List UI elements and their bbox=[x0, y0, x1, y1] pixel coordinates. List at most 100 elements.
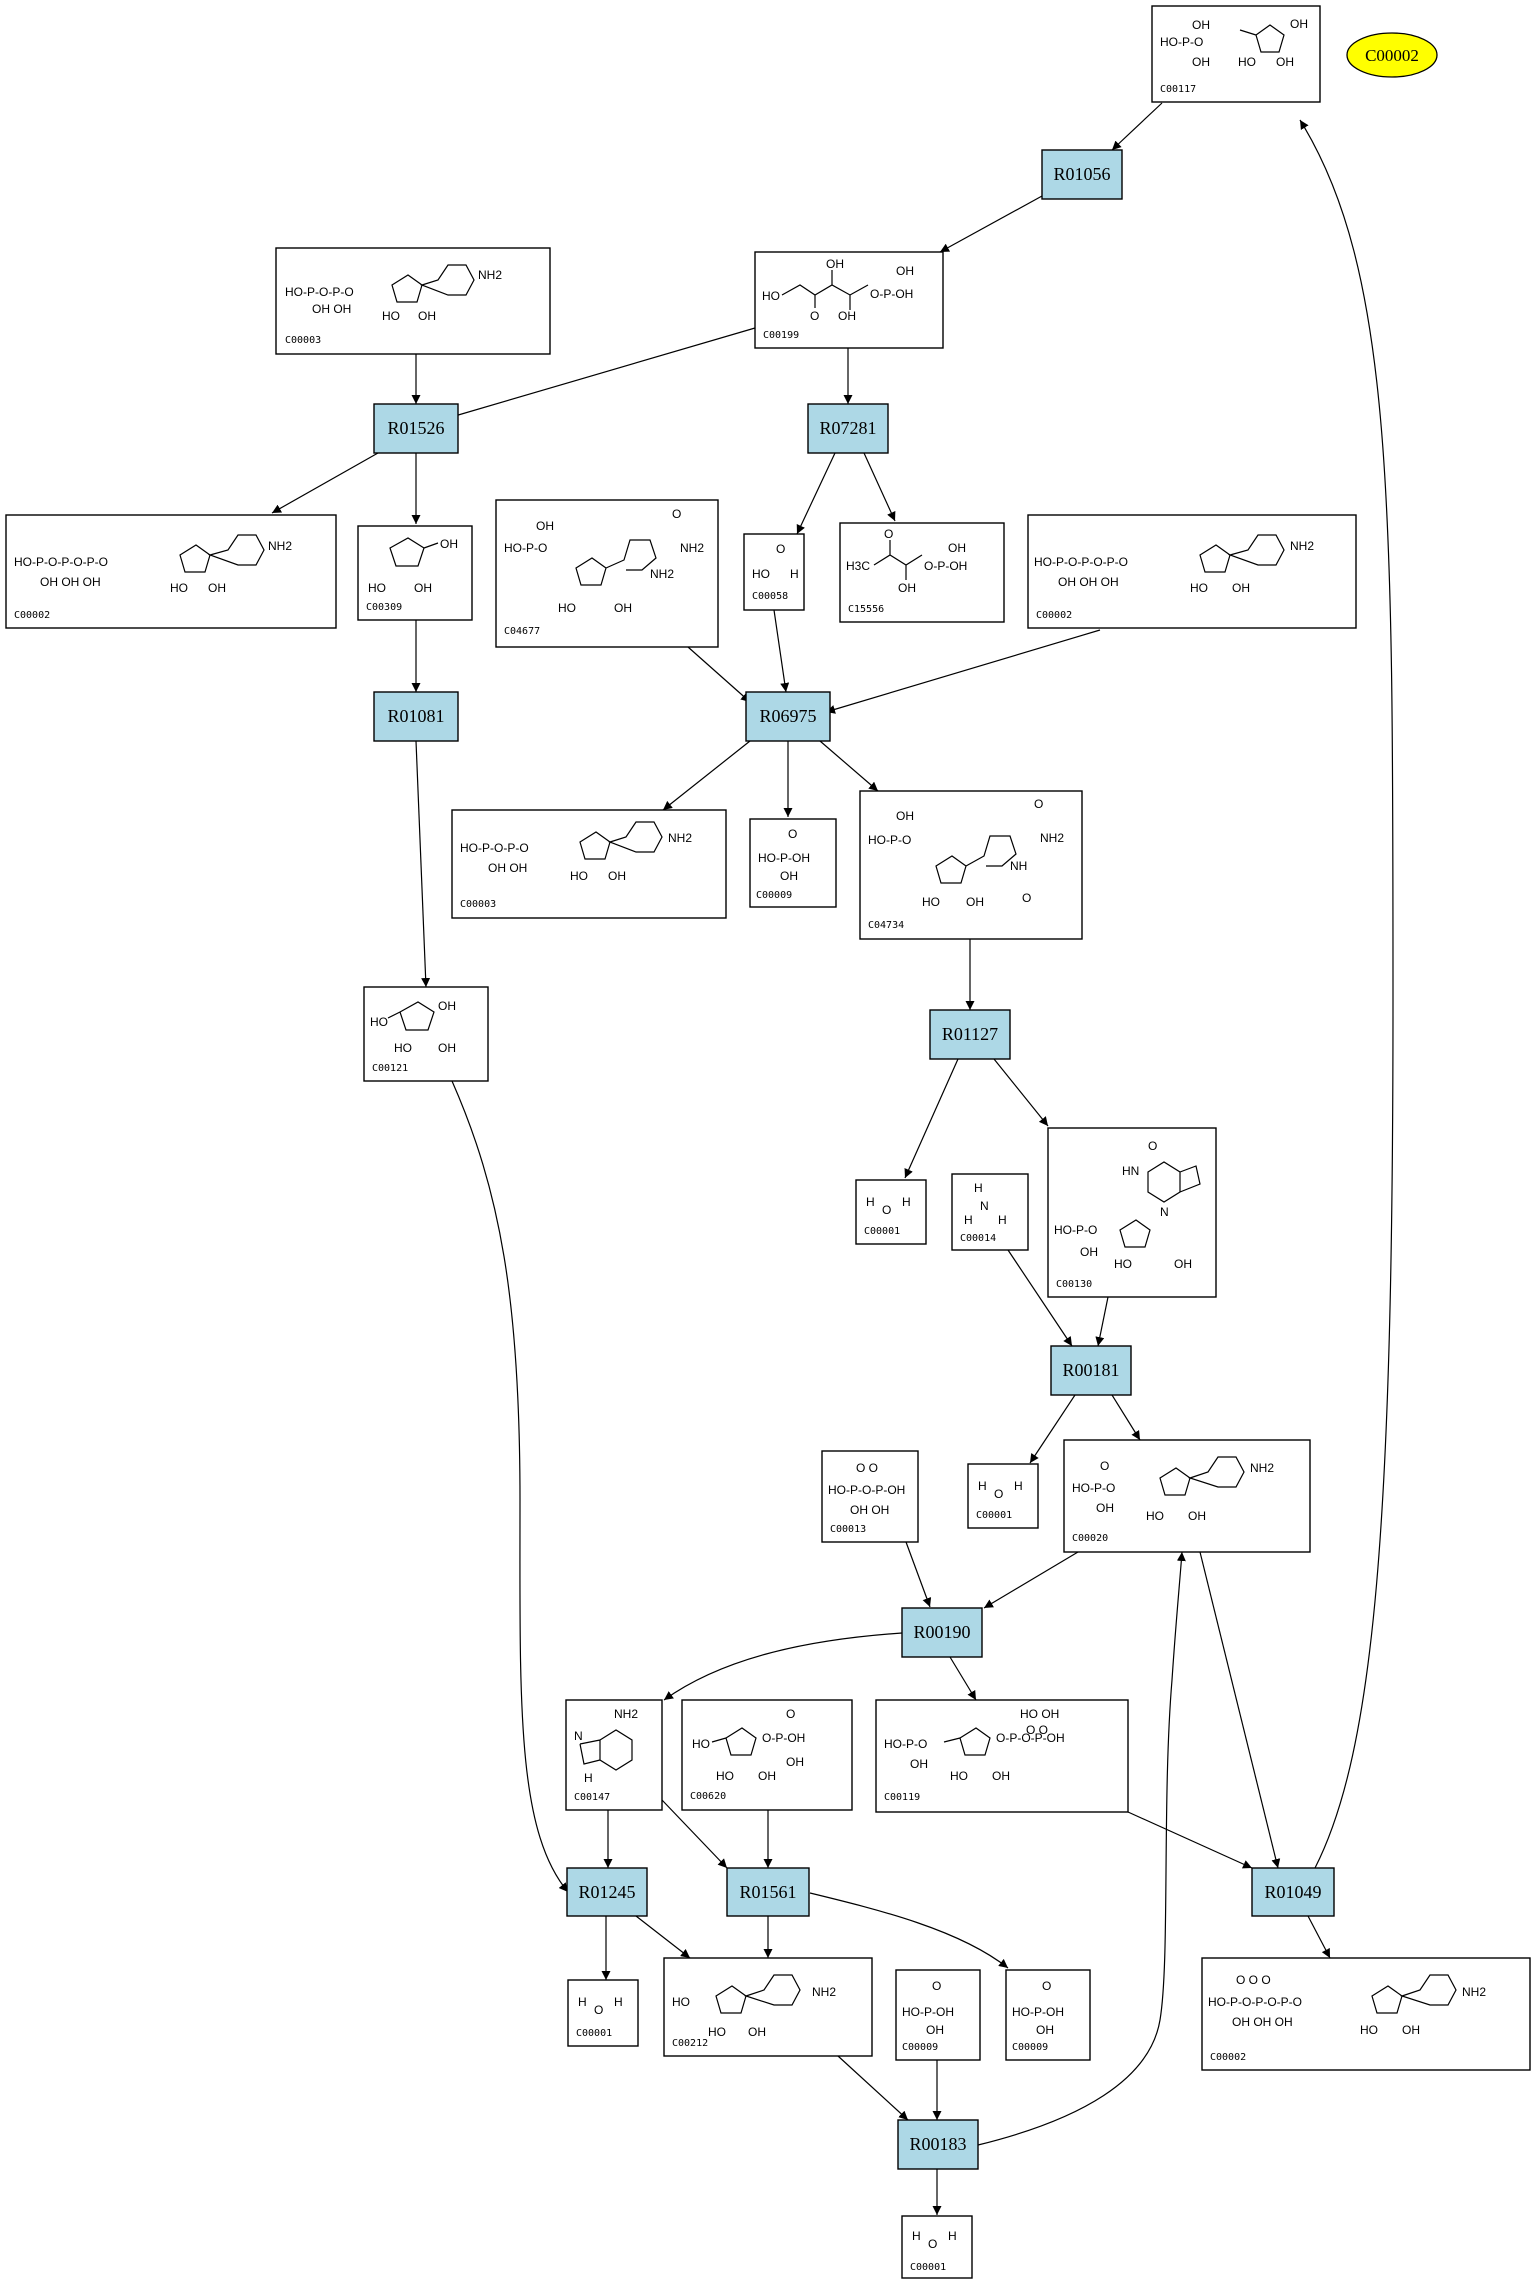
molecule-atom-label: O bbox=[928, 2237, 937, 2251]
molecule-structure: H O H bbox=[978, 1479, 1023, 1501]
molecule-structure: H O H bbox=[866, 1195, 911, 1217]
edge-c00117-r01056 bbox=[1111, 102, 1163, 151]
compound-c00002-right[interactable]: HO-P-O-P-O-P-O OH OH OH NH2 HO OH C00002 bbox=[1027, 514, 1357, 629]
compound-c00014[interactable]: H N H H C00014 bbox=[951, 1173, 1029, 1251]
molecule-structure: NH2 N H bbox=[574, 1707, 638, 1785]
molecule-atom-label: O bbox=[932, 1979, 941, 1993]
compound-c00001-a[interactable]: H O H C00001 bbox=[855, 1179, 927, 1245]
reaction-label: R01049 bbox=[1264, 1882, 1321, 1902]
molecule-structure: OH HO OH bbox=[368, 537, 458, 595]
node-shape bbox=[1201, 1957, 1531, 2071]
compound-c00117[interactable]: HO-P-O OH OH HO OH OH C00117 bbox=[1151, 5, 1321, 103]
compound-c00620[interactable]: O HO O-P-OH OH HO OH C00620 bbox=[681, 1699, 853, 1811]
compound-c00001-c[interactable]: H O H C00001 bbox=[567, 1979, 639, 2047]
compound-c00003-top[interactable]: HO-P-O-P-O OH OH NH2 HO OH C00003 bbox=[275, 247, 551, 355]
compound-c04677[interactable]: OH HO-P-O O NH2 NH2 HO OH C04677 bbox=[495, 499, 719, 648]
reaction-r00181[interactable]: R00181 bbox=[1050, 1345, 1132, 1396]
edge-r01127-c00001a bbox=[904, 1058, 959, 1179]
node-shape bbox=[373, 691, 459, 742]
molecule-atom-label: H bbox=[978, 1479, 987, 1493]
compound-label: C04734 bbox=[868, 920, 904, 931]
molecule-bonds bbox=[1239, 24, 1285, 53]
node-shape bbox=[567, 1979, 639, 2047]
compound-c00009-c[interactable]: O HO-P-OH OH C00009 bbox=[1005, 1969, 1091, 2061]
node-shape bbox=[895, 1969, 981, 2061]
highlighted-compound-ellipse[interactable]: C00002 bbox=[1346, 32, 1438, 78]
molecule-atom-label: O bbox=[776, 542, 785, 556]
molecule-atom-label: O-P-OH bbox=[924, 559, 967, 573]
compound-c00001-d[interactable]: H O H C00001 bbox=[901, 2215, 973, 2279]
node-shape bbox=[5, 514, 337, 629]
molecule-atom-label: NH2 bbox=[680, 541, 704, 555]
compound-c00212[interactable]: HO NH2 HO OH C00212 bbox=[663, 1957, 873, 2057]
compound-c00199[interactable]: HO OH O OH OH O-P-OH C00199 bbox=[754, 251, 944, 349]
compound-c00058[interactable]: O HO H C00058 bbox=[743, 533, 805, 611]
compound-label: C00009 bbox=[1012, 2042, 1048, 2053]
molecule-atom-label: HO-P-O-P-O bbox=[460, 841, 529, 855]
compound-c00013[interactable]: O O HO-P-O-P-OH OH OH C00013 bbox=[821, 1450, 919, 1543]
reaction-r01056[interactable]: R01056 bbox=[1041, 149, 1123, 200]
reaction-r06975[interactable]: R06975 bbox=[745, 691, 831, 742]
node-shape bbox=[1047, 1127, 1217, 1298]
compound-label: C00013 bbox=[830, 1524, 866, 1535]
molecule-structure: O HO-P-OH OH bbox=[758, 827, 810, 883]
compound-c00020[interactable]: O HO-P-O OH NH2 HO OH C00020 bbox=[1063, 1439, 1311, 1553]
reaction-r01526[interactable]: R01526 bbox=[373, 403, 459, 454]
molecule-bonds bbox=[387, 1001, 435, 1031]
compound-label: C00119 bbox=[884, 1792, 920, 1803]
edge-c00147-r01561 bbox=[661, 1799, 728, 1869]
compound-c00009-a[interactable]: O HO-P-OH OH C00009 bbox=[749, 818, 837, 908]
molecule-atom-label: O O bbox=[1026, 1723, 1048, 1737]
molecule-atom-label: H bbox=[790, 567, 799, 581]
compound-c04734[interactable]: OH HO-P-O O NH2 NH HO OH O C04734 bbox=[859, 790, 1083, 940]
edge-r00181-c00020 bbox=[1111, 1394, 1141, 1441]
molecule-atom-label: OH bbox=[896, 809, 914, 823]
molecule-atom-label: OH OH bbox=[488, 861, 527, 875]
reaction-r01049[interactable]: R01049 bbox=[1251, 1867, 1335, 1917]
reaction-r01245[interactable]: R01245 bbox=[566, 1867, 648, 1917]
molecule-bonds bbox=[179, 534, 265, 573]
molecule-atom-label: OH bbox=[1192, 55, 1210, 69]
molecule-structure: O HN N HO-P-O OH HO OH bbox=[1054, 1139, 1201, 1271]
molecule-bonds bbox=[389, 537, 439, 567]
reaction-r00183[interactable]: R00183 bbox=[897, 2119, 979, 2170]
compound-c00009-b[interactable]: O HO-P-OH OH C00009 bbox=[895, 1969, 981, 2061]
compound-c00121[interactable]: HO OH HO OH C00121 bbox=[363, 986, 489, 1082]
compound-label: C00003 bbox=[285, 335, 321, 346]
edge-c00020-r01049 bbox=[1199, 1551, 1281, 1869]
compound-c00147[interactable]: NH2 N H C00147 bbox=[565, 1699, 663, 1811]
molecule-atom-label: H bbox=[1014, 1479, 1023, 1493]
molecule-atom-label: HO bbox=[1114, 1257, 1132, 1271]
node-shape bbox=[901, 1607, 983, 1658]
molecule-structure: O HO-P-OH OH bbox=[1012, 1979, 1064, 2037]
molecule-atom-label: NH2 bbox=[1040, 831, 1064, 845]
compound-c00002-bottom[interactable]: O O O HO-P-O-P-O-P-O OH OH OH NH2 HO OH … bbox=[1201, 1957, 1531, 2071]
molecule-atom-label: HO-P-OH bbox=[902, 2005, 954, 2019]
molecule-atom-label: O bbox=[810, 309, 819, 323]
node-shape bbox=[745, 691, 831, 742]
compound-c00003-middle[interactable]: HO-P-O-P-O OH OH NH2 HO OH C00003 bbox=[451, 809, 727, 919]
molecule-structure: HO-P-O-P-O OH OH NH2 HO OH bbox=[460, 821, 692, 883]
reaction-r01561[interactable]: R01561 bbox=[726, 1867, 810, 1917]
reaction-r01127[interactable]: R01127 bbox=[929, 1009, 1011, 1060]
molecule-atom-label: OH bbox=[614, 601, 632, 615]
reaction-r00190[interactable]: R00190 bbox=[901, 1607, 983, 1658]
molecule-atom-label: OH bbox=[926, 2023, 944, 2037]
compound-c00001-b[interactable]: H O H C00001 bbox=[967, 1463, 1039, 1529]
molecule-atom-label: OH bbox=[1290, 17, 1308, 31]
molecule-atom-label: H bbox=[964, 1213, 973, 1227]
molecule-atom-label: HO bbox=[570, 869, 588, 883]
edge-r01561-c00009c bbox=[809, 1892, 1009, 1969]
molecule-atom-label: HO bbox=[1360, 2023, 1378, 2037]
compound-c00119[interactable]: HO OH O O HO-P-O O-P-O-P-OH OH HO OH C00… bbox=[875, 1699, 1129, 1813]
compound-label: C15556 bbox=[848, 604, 884, 615]
reaction-r01081[interactable]: R01081 bbox=[373, 691, 459, 742]
compound-c15556[interactable]: H3C O OH O-P-OH OH C15556 bbox=[839, 522, 1005, 623]
molecule-atom-label: O bbox=[788, 827, 797, 841]
compound-c00002-left[interactable]: HO-P-O-P-O-P-O OH OH OH NH2 HO OH C00002 bbox=[5, 514, 337, 629]
compound-c00309[interactable]: OH HO OH C00309 bbox=[357, 525, 473, 621]
molecule-atom-label: OH bbox=[536, 519, 554, 533]
reaction-r07281[interactable]: R07281 bbox=[807, 403, 889, 454]
molecule-atom-label: H bbox=[998, 1213, 1007, 1227]
compound-c00130[interactable]: O HN N HO-P-O OH HO OH C00130 bbox=[1047, 1127, 1217, 1298]
